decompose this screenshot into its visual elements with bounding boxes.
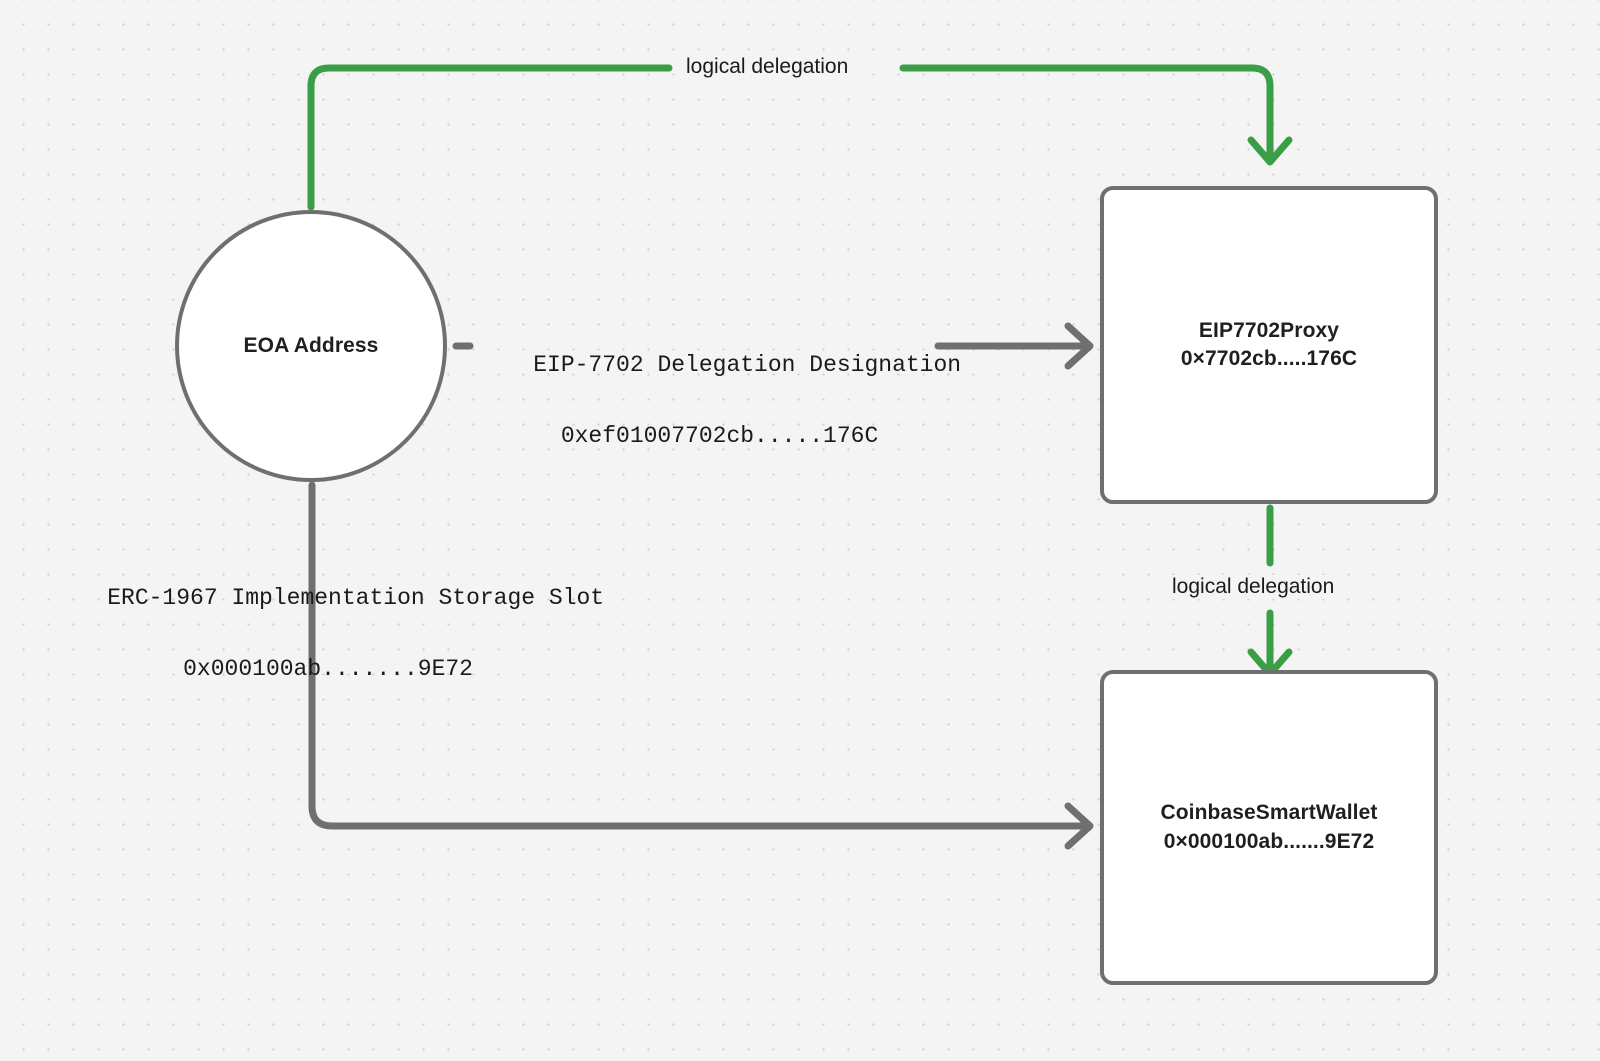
node-coinbasesmartwallet-address: 0×000100ab.......9E72 [1163, 829, 1375, 853]
edge-label-logical-delegation-right: logical delegation [1162, 575, 1345, 599]
node-coinbasesmartwallet[interactable]: CoinbaseSmartWallet 0×000100ab.......9E7… [1100, 670, 1438, 985]
edge-label-delegation-designation-line1: EIP-7702 Delegation Designation [533, 351, 962, 378]
arrowhead-gray-proxy [1064, 322, 1094, 370]
node-eoa-address[interactable]: EOA Address [175, 210, 447, 482]
edge-label-delegation-designation-line2: 0xef01007702cb.....176C [560, 422, 879, 449]
edge-logical-delegation-top-b [899, 64, 1274, 164]
node-eip7702proxy-title: EIP7702Proxy [1198, 318, 1340, 342]
edge-label-implementation-slot-line1: ERC-1967 Implementation Storage Slot [107, 584, 605, 611]
node-eoa-label: EOA Address [243, 333, 379, 357]
node-coinbasesmartwallet-title: CoinbaseSmartWallet [1160, 801, 1378, 825]
arrowhead-gray-wallet [1064, 802, 1094, 850]
edge-label-logical-delegation-top: logical delegation [676, 55, 859, 79]
edge-logical-delegation-top [307, 64, 673, 211]
edge-label-delegation-designation: EIP-7702 Delegation Designation 0xef0100… [478, 312, 961, 526]
edge-label-implementation-slot-line2: 0x000100ab.......9E72 [183, 655, 473, 682]
edge-label-implementation-slot: ERC-1967 Implementation Storage Slot 0x0… [52, 545, 604, 759]
arrowhead-green-proxy [1247, 136, 1293, 166]
node-eip7702proxy[interactable]: EIP7702Proxy 0×7702cb.....176C [1100, 186, 1438, 504]
node-eip7702proxy-address: 0×7702cb.....176C [1180, 347, 1358, 370]
